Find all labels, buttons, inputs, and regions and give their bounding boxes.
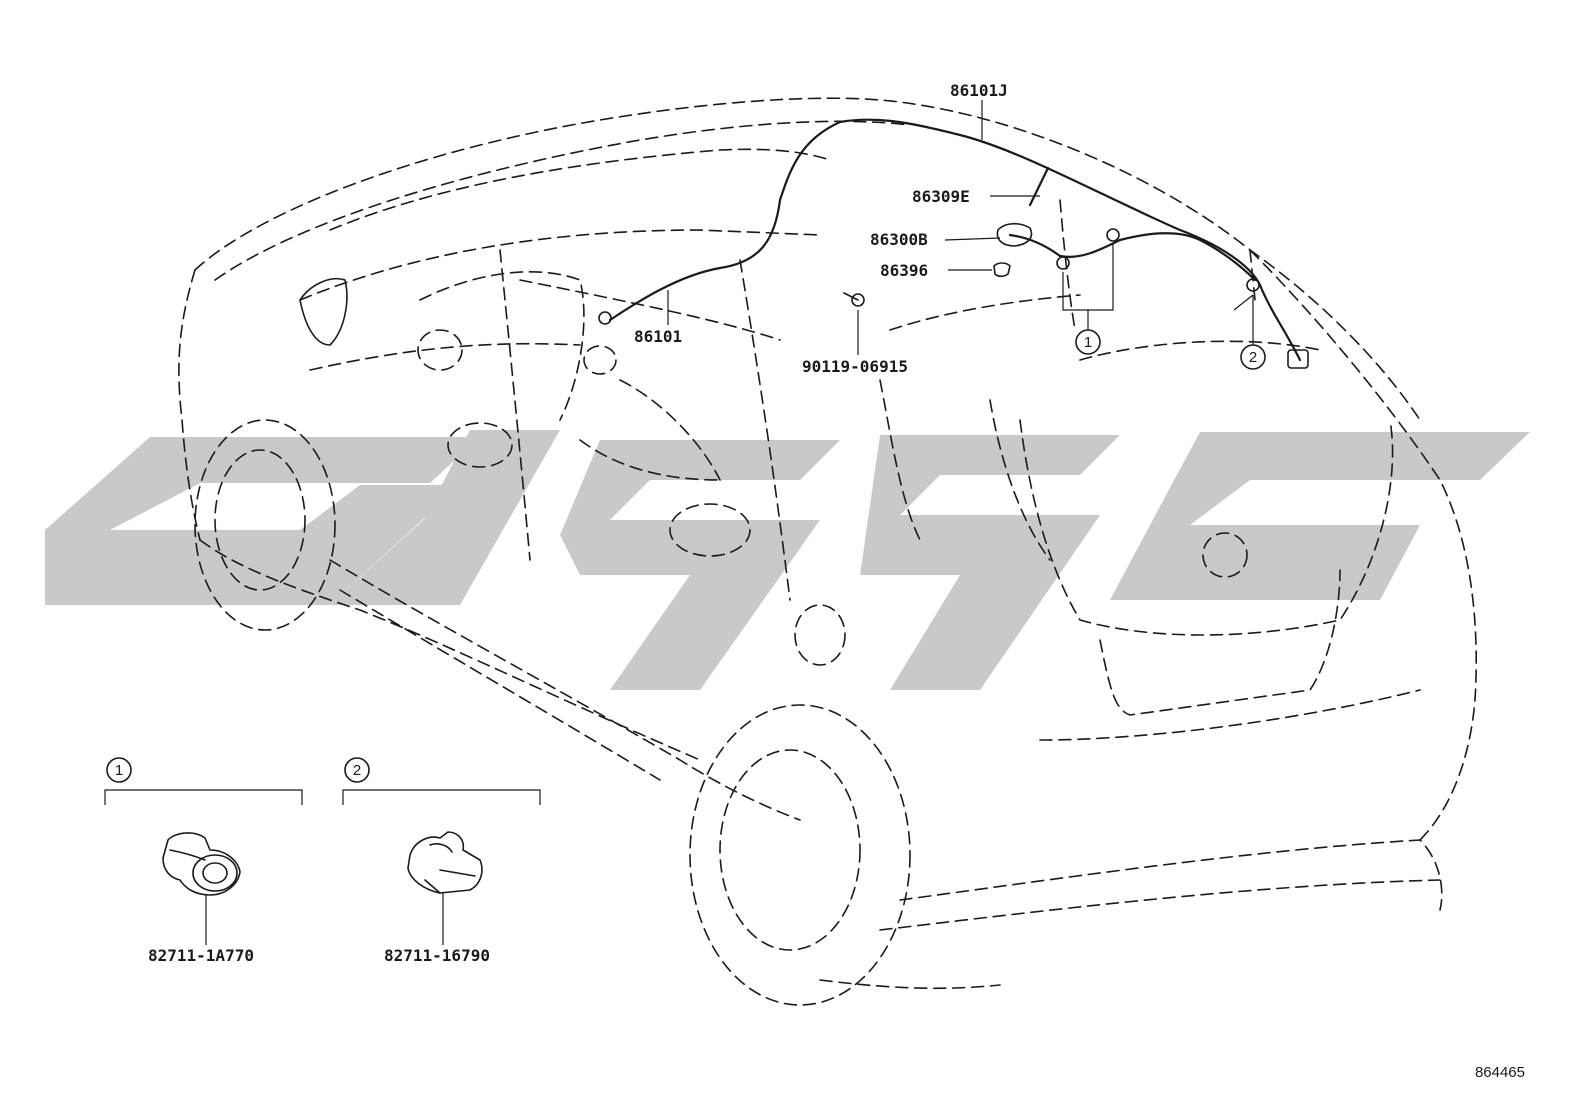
part-label-82711-1a770: 82711-1A770 <box>148 946 254 965</box>
callout-1-marker: 1 <box>1075 329 1101 355</box>
part-label-86396: 86396 <box>880 261 928 280</box>
diagram-id: 864465 <box>1475 1064 1525 1081</box>
detail-callout-1: 1 82711-1A770 <box>104 757 303 965</box>
part-label-86309e: 86309E <box>912 187 970 206</box>
antenna-cord-wiring <box>598 118 1309 369</box>
part-label-82711-16790: 82711-16790 <box>384 946 490 965</box>
svg-text:1: 1 <box>115 762 123 779</box>
antenna-connector-icon <box>1287 349 1309 369</box>
part-label-90119-06915: 90119-06915 <box>802 357 908 376</box>
svg-text:2: 2 <box>1249 349 1257 366</box>
leader-lines <box>667 100 1254 355</box>
callout-2-marker: 2 <box>1240 344 1266 370</box>
watermark-logo <box>45 430 1530 690</box>
part-label-86101j: 86101J <box>950 81 1008 100</box>
svg-text:2: 2 <box>353 762 361 779</box>
part-label-86101: 86101 <box>634 327 682 346</box>
vehicle-outline <box>178 97 1477 1006</box>
clamp-1-icon <box>162 832 241 896</box>
clamp-2-icon <box>407 831 483 894</box>
svg-text:1: 1 <box>1084 334 1092 351</box>
part-label-86300b: 86300B <box>870 230 928 249</box>
detail-callout-2: 2 82711-16790 <box>342 757 541 965</box>
